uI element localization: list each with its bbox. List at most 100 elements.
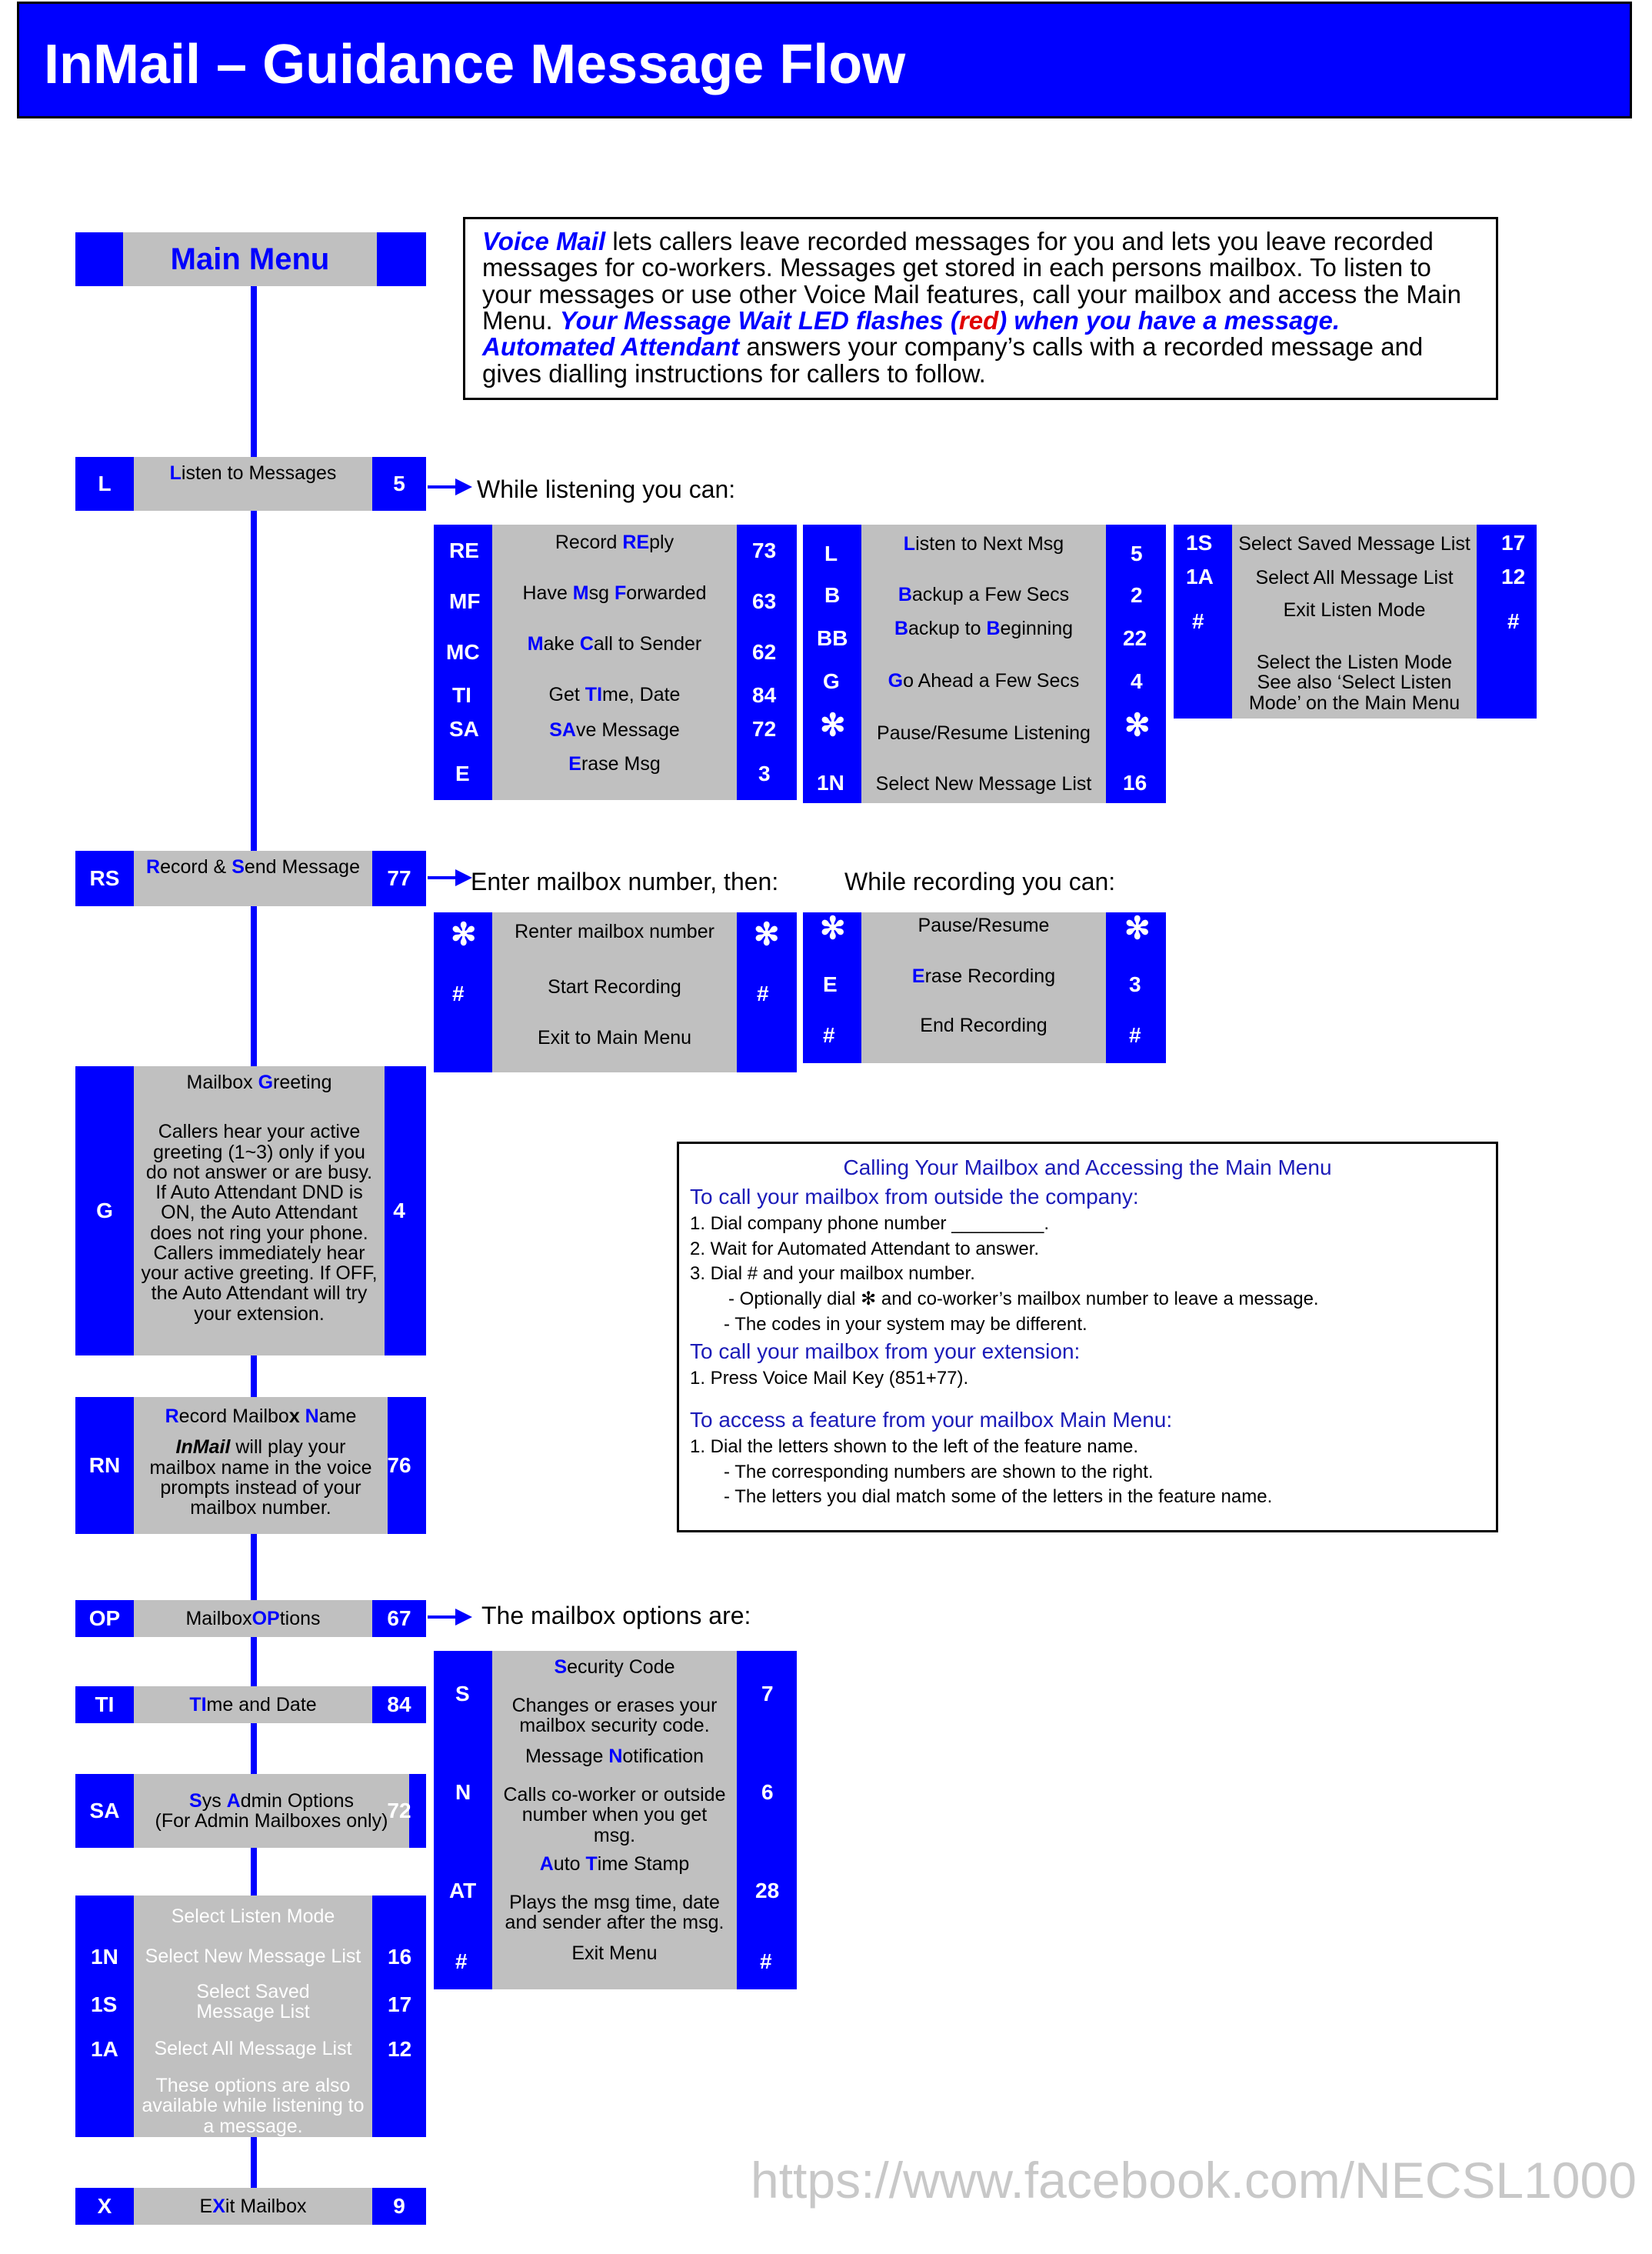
calling-line: 1. Dial company phone number _________.	[690, 1213, 1049, 1235]
menu-number: 72	[387, 1799, 411, 1822]
menu-number: 67	[387, 1606, 411, 1630]
menu-code: SA	[89, 1799, 120, 1822]
listen-mode-panel	[134, 1896, 372, 2137]
option-code: 1A	[1186, 565, 1214, 589]
menu-label: Select Saved Message List	[196, 1981, 310, 2023]
arrow-icon	[428, 869, 472, 886]
menu-label: Listen to Messages	[134, 457, 372, 511]
option-code: MF	[449, 589, 481, 613]
option-code: 1N	[817, 771, 844, 795]
option-label: Backup to Beginning	[894, 618, 1074, 639]
menu-code: L	[98, 472, 112, 495]
menu-number: 76	[387, 1453, 411, 1477]
listening-panel-1	[434, 525, 797, 800]
option-number: 2	[1131, 583, 1143, 607]
option-label: Pause/Resume	[918, 915, 1050, 936]
option-description: Changes or erases your mailbox security …	[511, 1695, 718, 1737]
option-label: Message Notification	[525, 1746, 704, 1767]
auto-attendant-text: answers your company’s calls with a reco…	[482, 332, 1424, 388]
option-number: 3	[758, 762, 771, 785]
option-label: Pause/Resume Listening	[877, 722, 1091, 744]
enter-heading: Enter mailbox number, then:	[471, 868, 779, 895]
menu-code: 1S	[91, 1992, 118, 2016]
calling-box: Calling Your Mailbox and Accessing the M…	[677, 1142, 1498, 1532]
menu-item-listen-mode[interactable]: Select Listen Mode 1N Select New Message…	[75, 1896, 426, 2137]
menu-number: 4	[393, 1199, 405, 1222]
option-code: SA	[449, 717, 479, 741]
option-number: 4	[1131, 669, 1143, 693]
menu-code: X	[97, 2194, 112, 2218]
page-title: InMail – Guidance Message Flow	[44, 34, 906, 95]
listening-heading: While listening you can:	[477, 475, 736, 503]
calling-line: - The codes in your system may be differ…	[724, 1313, 1087, 1335]
asterisk-icon: ✻	[820, 912, 846, 945]
option-code: E	[455, 762, 470, 785]
option-label: Exit Menu	[571, 1942, 658, 1964]
option-label: Select New Message List	[875, 773, 1092, 795]
listen-mode-note: These options are also available while l…	[142, 2075, 365, 2137]
menu-code: RS	[89, 866, 120, 890]
option-code: L	[824, 542, 838, 565]
menu-item-listen[interactable]: L Listen to Messages 5	[75, 457, 426, 511]
calling-line: 1. Dial the letters shown to the left of…	[690, 1436, 1138, 1458]
option-number: #	[1507, 609, 1520, 633]
option-label: Make Call to Sender	[527, 633, 702, 655]
listen-mode-title: Select Listen Mode	[171, 1906, 335, 1927]
option-description: Plays the msg time, date and sender afte…	[505, 1892, 724, 1934]
option-description: Calls co-worker or outside number when y…	[503, 1784, 726, 1846]
menu-label: Mailbox Greeting Callers hear your activ…	[134, 1066, 385, 1355]
menu-item-record-send[interactable]: RS Record & Send Message 77	[75, 851, 426, 906]
led-text-b: ) when you have a message.	[998, 305, 1341, 335]
option-number: 84	[752, 683, 777, 707]
menu-item-sys-admin[interactable]: SA Sys Admin Options (For Admin Mailboxe…	[75, 1774, 426, 1848]
voice-mail-label: Voice Mail	[482, 227, 606, 255]
calling-title: Calling Your Mailbox and Accessing the M…	[843, 1155, 1332, 1179]
option-label: Select All Message List	[1255, 567, 1454, 589]
enter-panel	[434, 912, 797, 1072]
option-label: Go Ahead a Few Secs	[888, 670, 1080, 692]
option-code: RE	[449, 538, 479, 562]
recording-panel	[803, 912, 1166, 1063]
option-number: 72	[752, 717, 777, 741]
intro-box: Voice Mail lets callers leave recorded m…	[463, 217, 1498, 400]
calling-line: - The corresponding numbers are shown to…	[724, 1461, 1154, 1482]
option-number: 62	[752, 640, 777, 664]
option-label: Have Msg Forwarded	[522, 582, 707, 604]
option-code: G	[823, 669, 840, 693]
calling-heading-feature: To access a feature from your mailbox Ma…	[690, 1407, 1173, 1432]
listening-panel-2	[803, 525, 1166, 803]
led-red-text: red	[958, 305, 999, 335]
options-heading: The mailbox options are:	[481, 1602, 751, 1629]
option-label: Record REply	[555, 532, 674, 553]
option-label: Security Code	[554, 1656, 675, 1678]
option-code: BB	[817, 626, 848, 650]
option-label: End Recording	[920, 1015, 1047, 1036]
option-code: 1S	[1186, 531, 1213, 555]
option-label: Get TIme, Date	[548, 684, 681, 705]
option-number: 17	[1501, 531, 1526, 555]
menu-number: 17	[388, 1992, 412, 2016]
menu-item-record-name[interactable]: RN Record Mailbox Name InMail will play …	[75, 1397, 426, 1534]
menu-number: 16	[388, 1945, 412, 1969]
option-number: 63	[752, 589, 777, 613]
menu-code: G	[96, 1199, 113, 1222]
menu-number: 5	[393, 472, 405, 495]
menu-number: 77	[387, 866, 411, 890]
title-banner: InMail – Guidance Message Flow	[17, 2, 1632, 118]
menu-label: Record Mailbox Name InMail will play you…	[134, 1397, 388, 1534]
option-label: Auto Time Stamp	[539, 1853, 690, 1875]
calling-line: 2. Wait for Automated Attendant to answe…	[690, 1238, 1040, 1259]
option-code: TI	[452, 683, 471, 707]
menu-label: Select All Message List	[154, 2038, 352, 2059]
option-code: S	[455, 1682, 470, 1706]
main-menu-label: Main Menu	[123, 232, 377, 286]
menu-item-greeting[interactable]: G Mailbox Greeting Callers hear your act…	[75, 1066, 426, 1355]
option-label: Backup a Few Secs	[898, 584, 1070, 605]
calling-line: 3. Dial # and your mailbox number.	[690, 1263, 975, 1285]
